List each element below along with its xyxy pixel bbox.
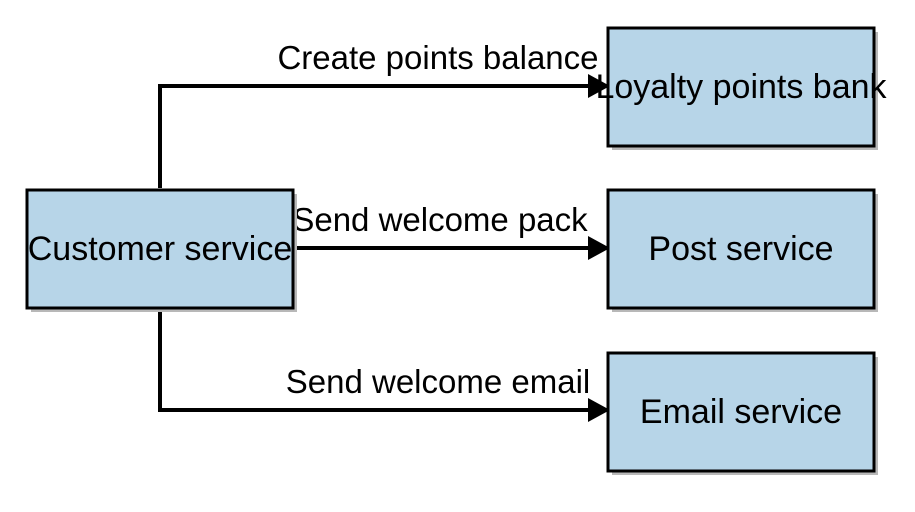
edge-label-send-welcome-email: Send welcome email: [286, 363, 590, 400]
node-label-loyalty-points-bank: Loyalty points bank: [595, 68, 887, 106]
connector-to-email: [158, 308, 590, 412]
node-label-customer-service: Customer service: [28, 230, 293, 268]
connector-to-loyalty: [158, 84, 590, 188]
node-loyalty-points-bank: Loyalty points bank: [595, 26, 888, 150]
node-email-service: Email service: [606, 351, 878, 475]
node-customer-service: Customer service: [25, 188, 297, 312]
edge-label-create-points-balance: Create points balance: [277, 39, 598, 76]
connectors: [158, 74, 610, 422]
node-label-email-service: Email service: [640, 393, 842, 431]
arrowhead-loyalty: [588, 74, 610, 98]
node-label-post-service: Post service: [648, 230, 833, 268]
edge-label-send-welcome-pack: Send welcome pack: [292, 201, 588, 238]
node-post-service: Post service: [606, 188, 878, 312]
arrowhead-email: [588, 398, 610, 422]
arrowhead-post: [588, 236, 610, 260]
